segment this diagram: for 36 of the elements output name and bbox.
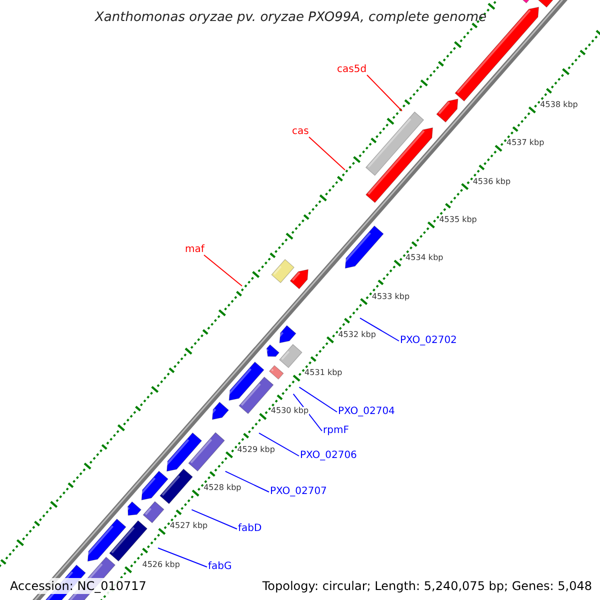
gene-label: cas5d xyxy=(337,65,367,75)
genome-summary-text: Topology: circular; Length: 5,240,075 bp; Genes: 5,048 xyxy=(262,578,592,594)
scale-label: 4530 kbp xyxy=(270,407,309,416)
leader-line xyxy=(224,470,270,492)
leader-line xyxy=(298,386,338,412)
scale-label: 4528 kbp xyxy=(204,484,242,492)
leader-line xyxy=(258,432,300,456)
scale-label: 4526 kbp xyxy=(142,560,180,569)
leader-line xyxy=(191,509,238,530)
accession-text: Accession: NC_010717 xyxy=(10,578,146,594)
scale-label: 4538 kbp xyxy=(540,100,578,109)
scale-label: 4529 kbp xyxy=(237,446,275,454)
leader-line xyxy=(158,547,208,568)
gene-label: PXO_02707 xyxy=(270,487,327,497)
gene-label: fabD xyxy=(238,524,262,534)
scale-label: 4532 kbp xyxy=(338,330,376,339)
scale-label: 4536 kbp xyxy=(472,178,511,186)
gene-label: fabG xyxy=(208,562,232,572)
scale-label: 4527 kbp xyxy=(170,522,208,530)
leader-line xyxy=(204,254,242,286)
scale-label: 4537 kbp xyxy=(506,139,544,148)
leader-line xyxy=(359,318,400,342)
gene-label: maf xyxy=(185,245,204,255)
gene-label: PXO_02706 xyxy=(300,451,357,461)
leader-line xyxy=(308,136,346,170)
gene-label: PXO_02702 xyxy=(400,336,457,346)
gene-label: rpmF xyxy=(323,426,349,436)
gene-label: cas xyxy=(292,127,309,137)
scale-label: 4533 kbp xyxy=(372,292,410,301)
title: Xanthomonas oryzae pv. oryzae PXO99A, complete genome xyxy=(95,11,487,24)
gene-label: PXO_02704 xyxy=(338,407,395,417)
scale-label: 4535 kbp xyxy=(439,216,477,224)
leader-line xyxy=(366,74,402,112)
scale-label: 4534 kbp xyxy=(406,254,444,262)
leader-line xyxy=(292,393,322,432)
scale-label: 4531 kbp xyxy=(304,369,342,378)
